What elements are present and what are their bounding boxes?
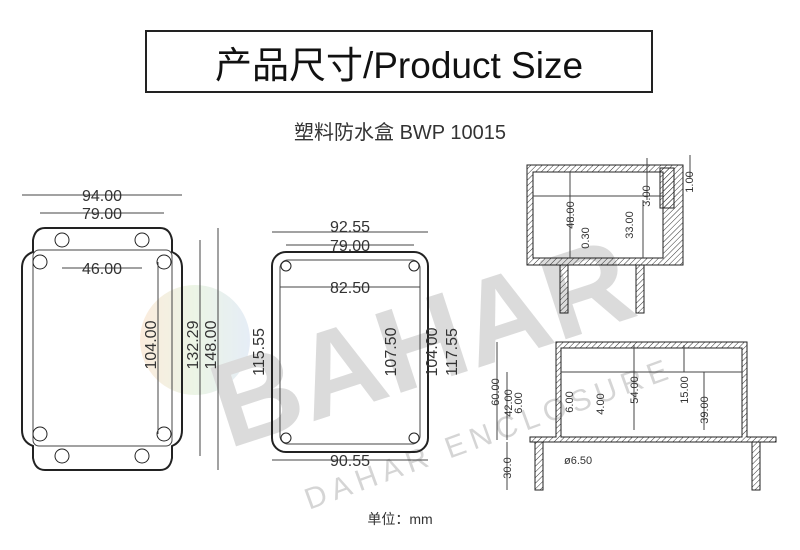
dim-label: 46.00 — [82, 261, 122, 278]
dim-label: 132.29 — [185, 320, 202, 369]
open-view: 92.55 79.00 82.50 107.50 115.55 104.00 1… — [251, 219, 461, 470]
dim-label: 15.00 — [679, 376, 691, 404]
base-section-view: 60.00 42.00 6.00 6.00 4.00 54.00 15.00 3… — [490, 341, 777, 491]
dim-label: 104.00 — [424, 327, 441, 376]
dim-label: 60.00 — [490, 378, 502, 406]
dim-label: 54.00 — [629, 376, 641, 404]
dim-label: 82.50 — [330, 280, 370, 297]
dim-label: 3.00 — [641, 185, 653, 206]
dim-label: 0.30 — [580, 227, 592, 248]
page-title: 产品尺寸/Product Size — [145, 30, 653, 93]
dim-label: 79.00 — [82, 206, 122, 223]
dim-label: 115.55 — [251, 328, 268, 376]
dim-label: 107.50 — [383, 327, 400, 376]
dim-label: 90.55 — [330, 453, 370, 470]
dim-label: 79.00 — [330, 238, 370, 255]
dim-label: 104.00 — [143, 320, 160, 369]
unit-label: 单位：mm — [367, 511, 433, 527]
dim-label: 4.00 — [595, 393, 607, 414]
product-model: 塑料防水盒 BWP 10015 — [294, 122, 506, 144]
dim-label: 48.00 — [565, 201, 577, 229]
dim-label: 42.00 — [503, 389, 515, 417]
dim-label: 39.00 — [699, 396, 711, 424]
dim-label: 148.00 — [203, 320, 220, 369]
dim-label: 6.00 — [513, 392, 525, 413]
dim-label: 30.0 — [502, 457, 514, 478]
dim-label: 92.55 — [330, 219, 370, 236]
dim-label: 117.55 — [444, 328, 461, 376]
dim-label: 1.00 — [684, 171, 696, 192]
dim-label: 94.00 — [82, 188, 122, 205]
dim-label: 6.00 — [564, 391, 576, 412]
lid-section-view: 48.00 3.00 33.00 0.30 1.00 — [526, 155, 696, 314]
front-view: 94.00 79.00 46.00 104.00 132.29 148.00 — [21, 188, 220, 471]
dim-label: 33.00 — [624, 211, 636, 239]
dim-label: ø6.50 — [564, 455, 592, 467]
